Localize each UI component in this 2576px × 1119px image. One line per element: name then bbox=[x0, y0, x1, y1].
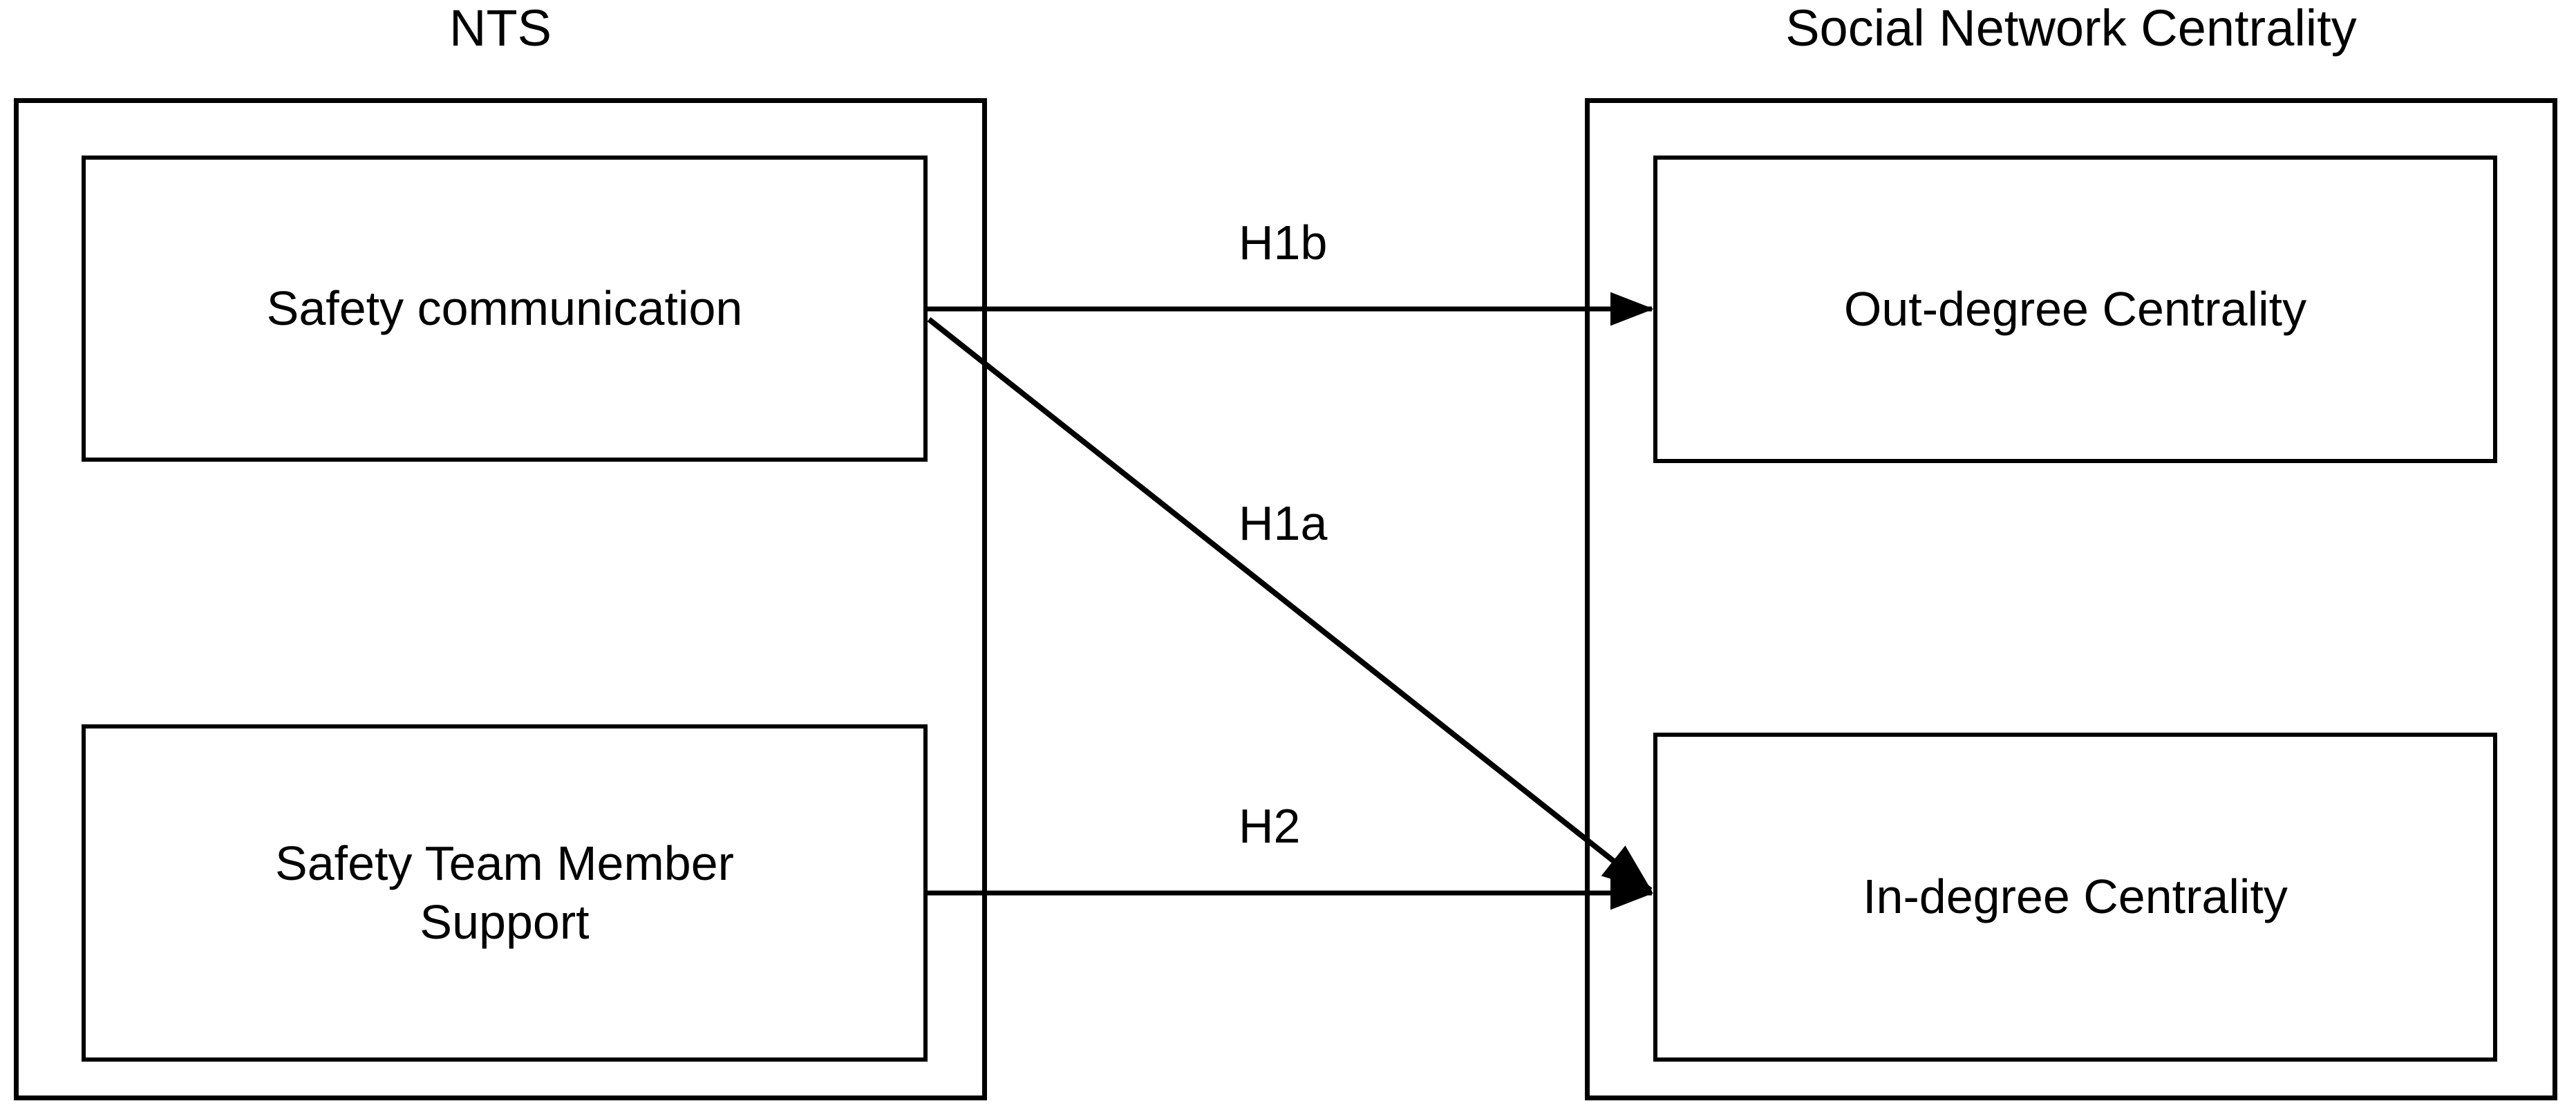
group-title-social-network-centrality: Social Network Centrality bbox=[1785, 0, 2357, 57]
construct-label-safety-communication: Safety communication bbox=[266, 281, 743, 335]
hypothesis-label-h1a: H1a bbox=[1239, 496, 1328, 550]
hypothesis-label-h1b: H1b bbox=[1239, 216, 1328, 270]
construct-label-out-degree-centrality: Out-degree Centrality bbox=[1843, 281, 2307, 336]
construct-label-safety-team-member-support: Safety Team Member Support bbox=[275, 836, 734, 949]
construct-box-safety-team-member-support: Safety Team Member Support bbox=[82, 724, 928, 1062]
construct-box-safety-communication: Safety communication bbox=[82, 156, 928, 462]
construct-box-out-degree-centrality: Out-degree Centrality bbox=[1653, 156, 2497, 463]
construct-label-in-degree-centrality: In-degree Centrality bbox=[1863, 869, 2288, 924]
hypothesis-label-h2: H2 bbox=[1239, 799, 1301, 853]
group-title-nts: NTS bbox=[449, 0, 552, 57]
construct-box-in-degree-centrality: In-degree Centrality bbox=[1653, 733, 2497, 1062]
